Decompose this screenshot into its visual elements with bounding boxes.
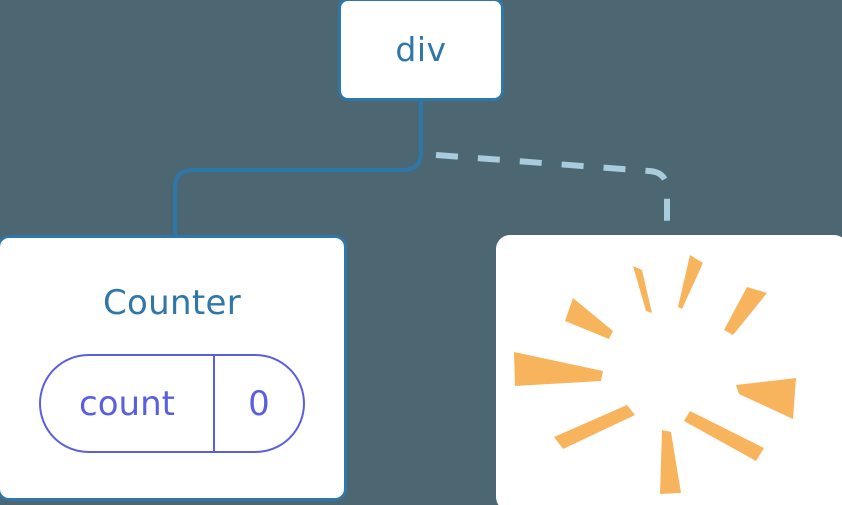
burst-ray <box>633 266 652 313</box>
state-value-label: 0 <box>213 356 303 451</box>
burst-ray <box>724 287 767 335</box>
node-counter-label: Counter <box>103 283 241 323</box>
state-key-label: count <box>79 383 175 424</box>
edge-root-to-counter <box>173 98 423 240</box>
edge-root-to-render <box>435 152 670 238</box>
node-div-label: div <box>395 30 447 69</box>
burst-ray <box>678 255 703 309</box>
burst-ray <box>684 411 764 461</box>
state-pill-count[interactable]: count 0 <box>39 354 305 453</box>
node-render[interactable] <box>496 235 842 505</box>
burst-ray <box>565 298 613 339</box>
burst-ray <box>736 378 796 419</box>
node-counter[interactable]: Counter count 0 <box>0 235 347 501</box>
burst-ray <box>514 352 603 386</box>
sparkle-burst-icon <box>514 255 796 494</box>
node-div[interactable]: div <box>338 0 504 101</box>
burst-ray <box>660 430 681 494</box>
burst-ray <box>554 405 635 449</box>
